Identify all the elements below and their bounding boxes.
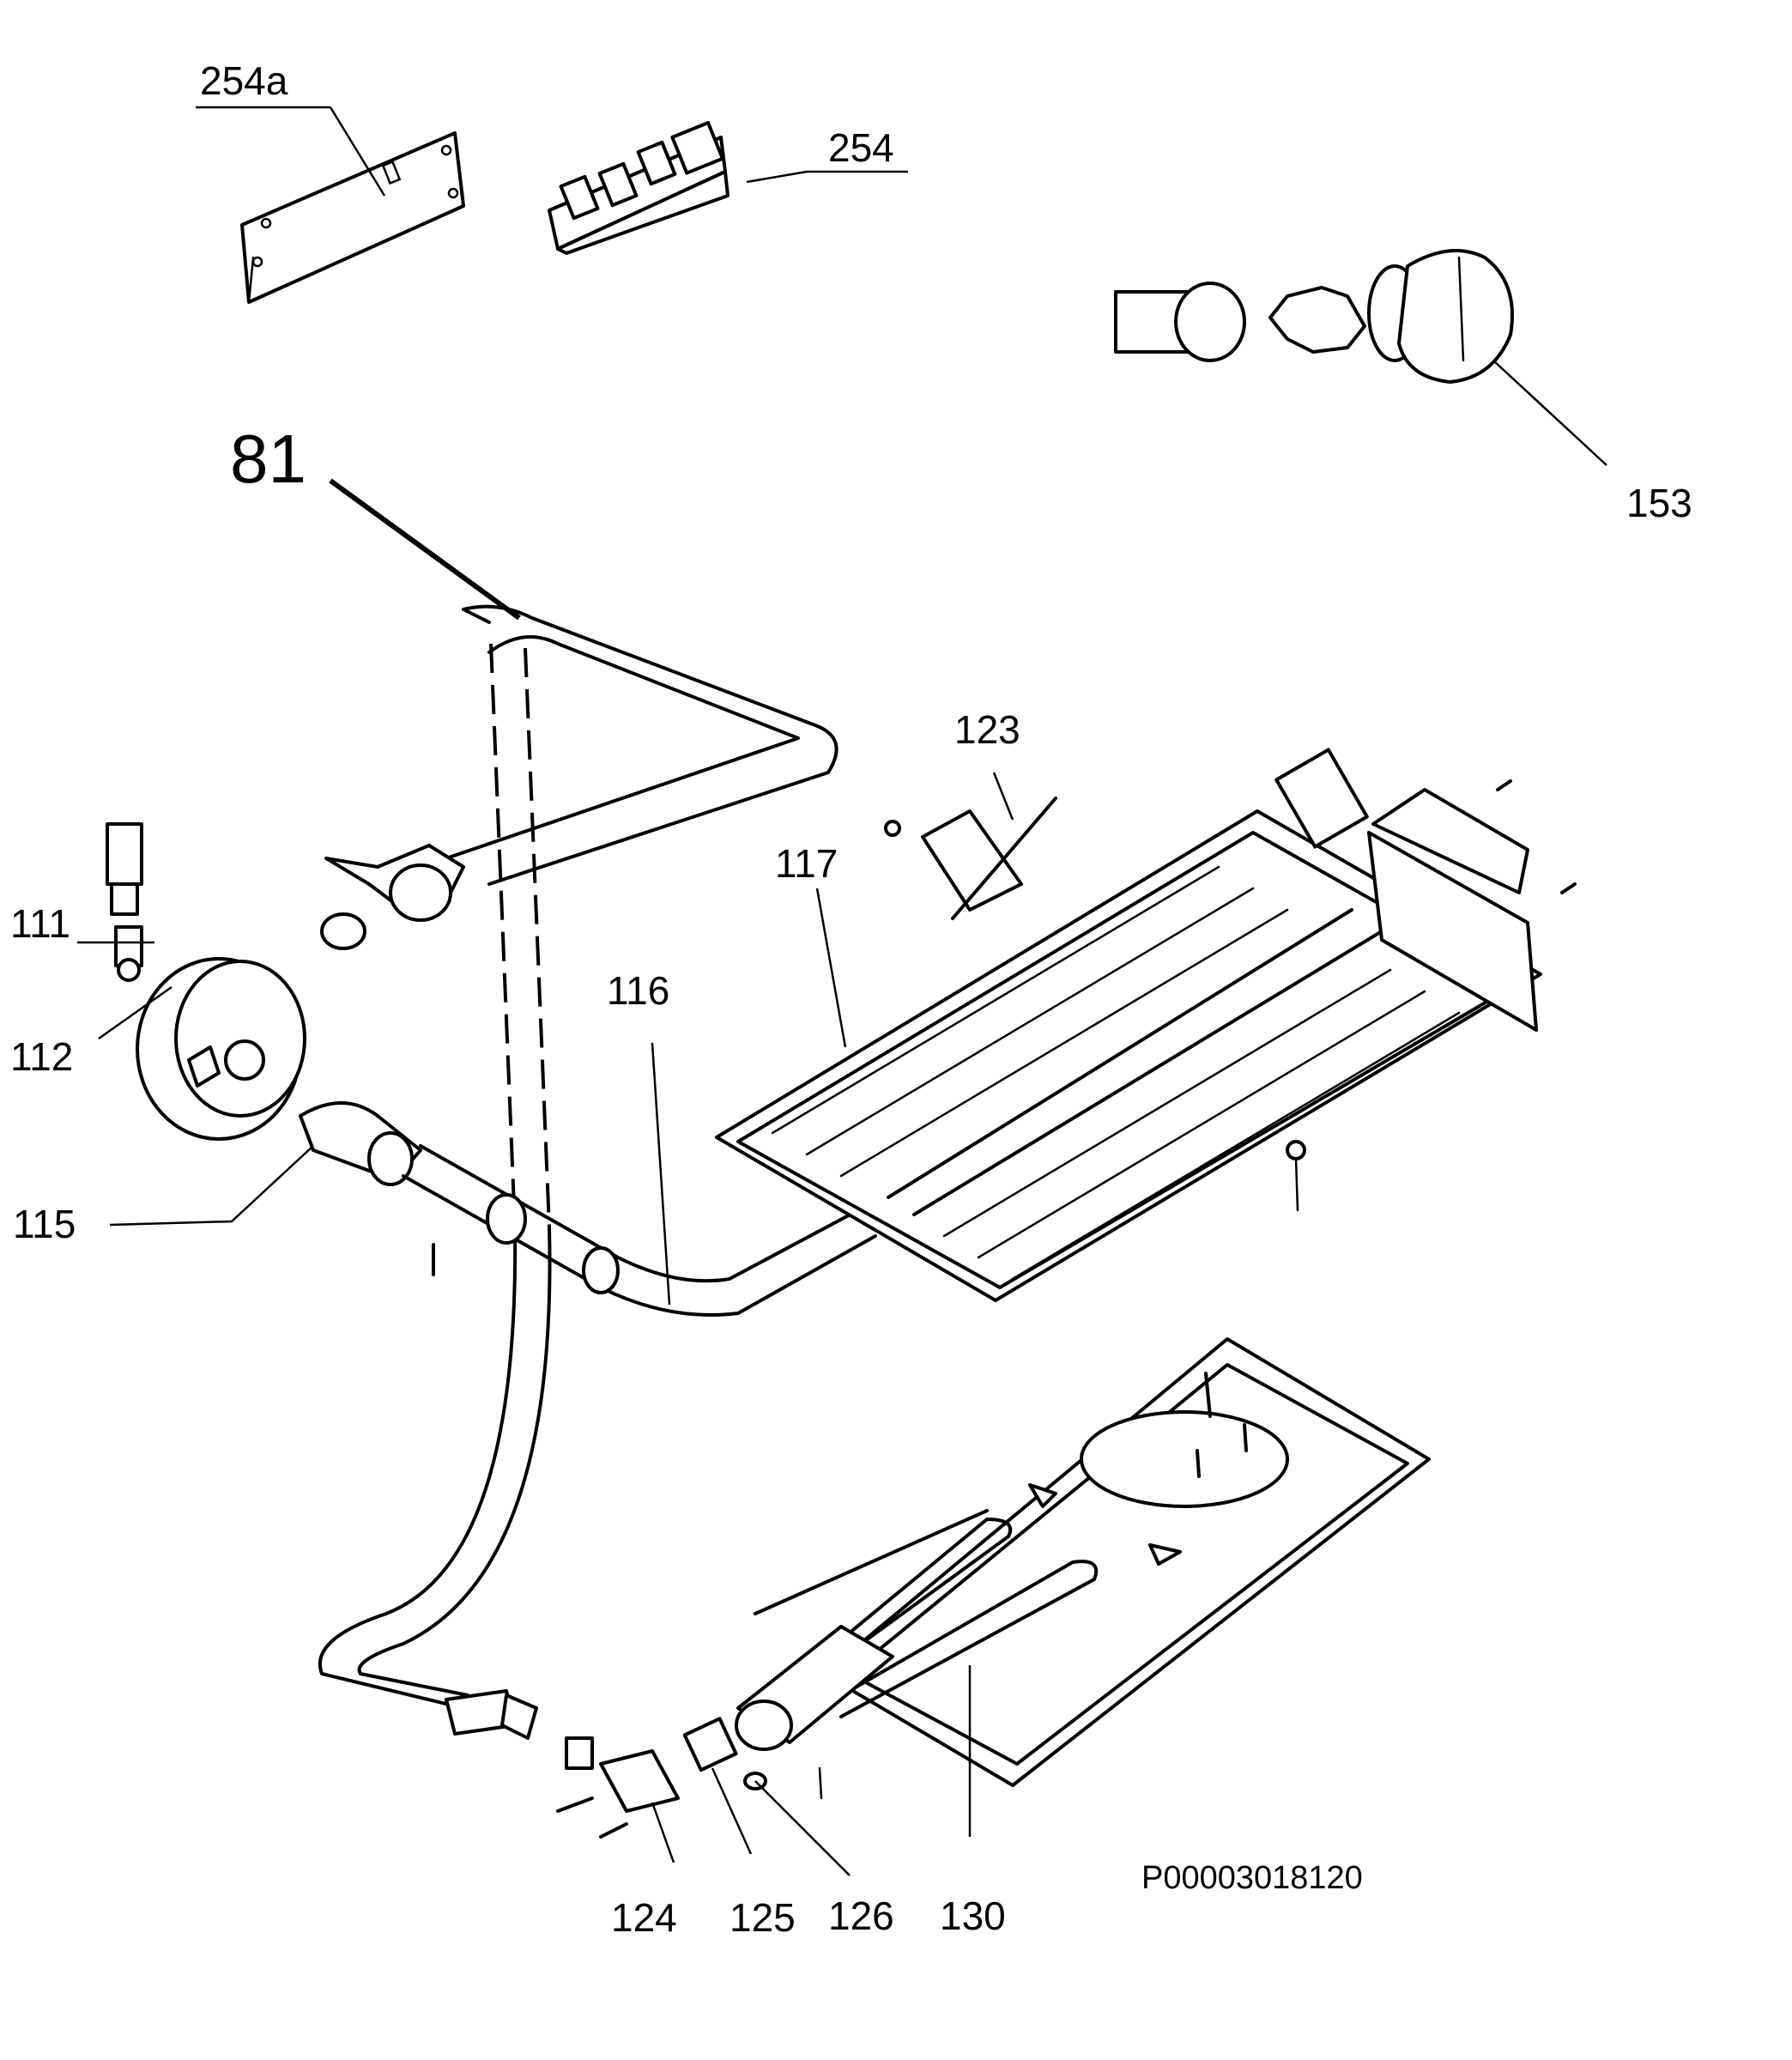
part-254a-bracket: [196, 106, 465, 304]
callout-254a: 254a: [200, 58, 288, 103]
callout-112: 112: [10, 1034, 73, 1079]
callout-126: 126: [828, 1893, 894, 1938]
part-124-bracket: [556, 1736, 680, 1863]
callout-153: 153: [1626, 481, 1692, 525]
part-112-burner-cap: [98, 957, 306, 1141]
part-115-connector: [109, 1101, 422, 1227]
reference-code: P00003018120: [1141, 1860, 1363, 1896]
screws: [432, 779, 1577, 1478]
callout-115: 115: [13, 1202, 76, 1246]
callout-124: 124: [611, 1895, 677, 1940]
callout-130: 130: [940, 1893, 1006, 1938]
callout-125: 125: [730, 1895, 796, 1940]
callout-123: 123: [954, 707, 1020, 752]
callout-117: 117: [775, 841, 838, 886]
part-123-thermocouple: [884, 772, 1057, 920]
part-125-injector: [682, 1717, 753, 1855]
callout-254: 254: [828, 125, 894, 170]
callout-111: 111: [10, 901, 70, 946]
callout-116: 116: [607, 968, 669, 1013]
part-117-grill-burner: [715, 748, 1542, 1302]
part-153-control-knob: [1114, 249, 1607, 466]
part-116-gas-tube: [402, 1042, 877, 1317]
part-254-ignition-module: [548, 120, 908, 255]
part-126-nozzle: [743, 1766, 851, 1876]
part-111-valve-fitting: [77, 822, 154, 982]
part-130-oven-burner: [735, 1337, 1431, 1837]
part-81-gas-pipe: [318, 478, 838, 1740]
callout-81: 81: [230, 421, 306, 497]
